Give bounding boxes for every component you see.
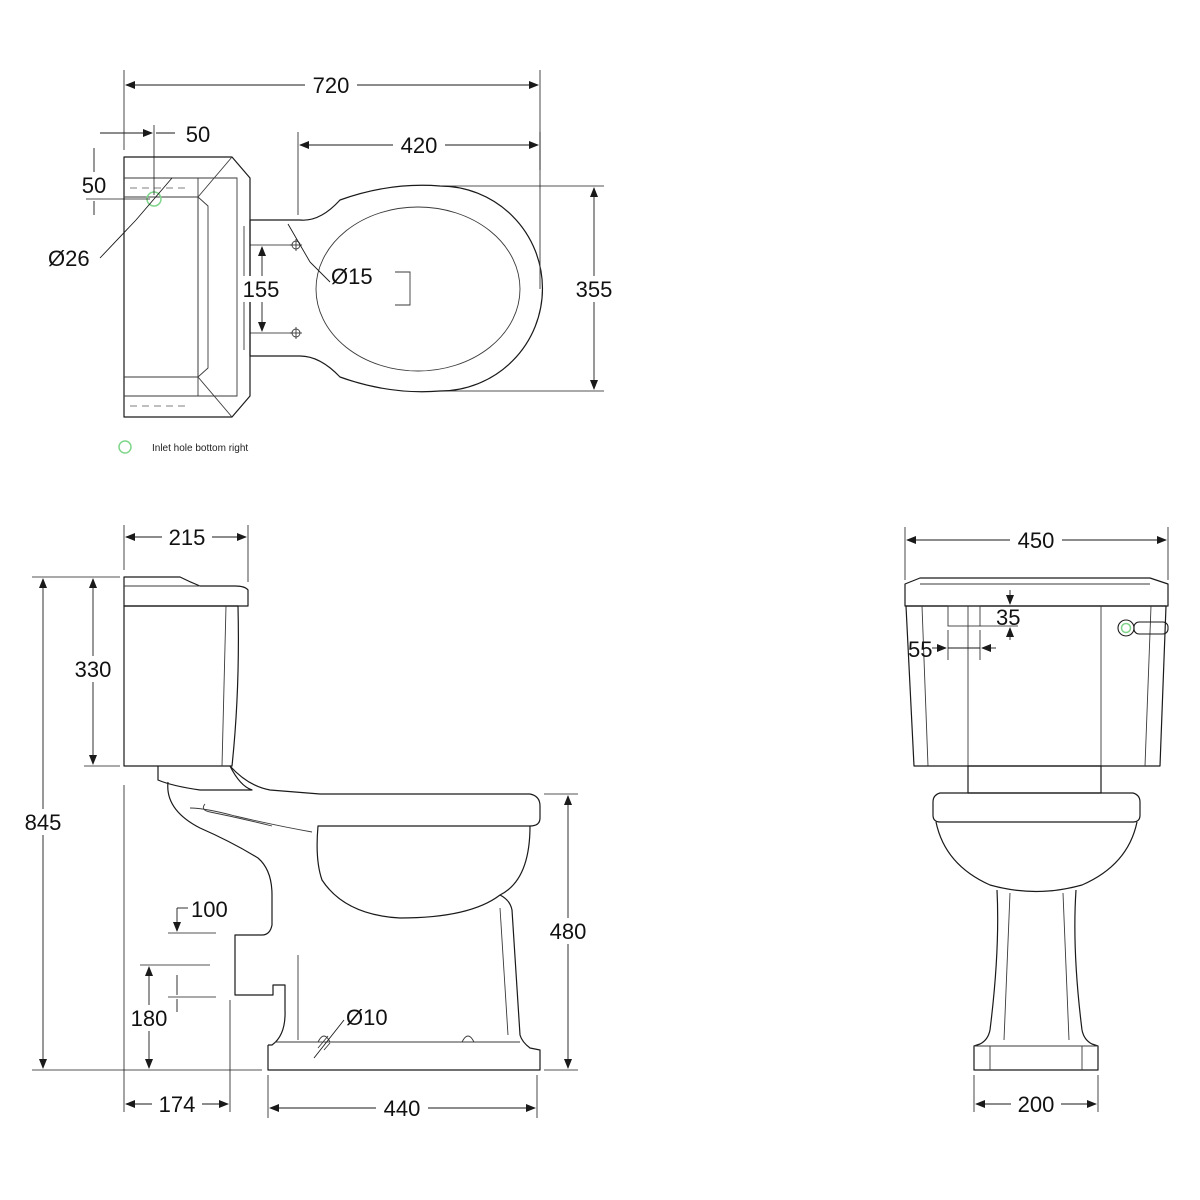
plan-cistern [123, 156, 251, 418]
dim-100-text: 100 [191, 897, 228, 922]
dim-35-text: 35 [996, 605, 1020, 630]
dim-inlet-dia-text: Ø26 [48, 246, 90, 271]
legend-marker [118, 440, 132, 454]
dim-side-fixing-dia-text: Ø10 [346, 1005, 388, 1030]
dim-180-text: 180 [131, 1006, 168, 1031]
dim-720-text: 720 [313, 73, 350, 98]
plan-view: 720 420 50 50 Ø26 [48, 70, 620, 454]
dim-inlet-y: 50 [78, 148, 150, 215]
dim-420: 420 [297, 132, 541, 215]
dim-inlet-x-text: 50 [186, 122, 210, 147]
dim-480-text: 480 [550, 919, 587, 944]
side-pan [157, 765, 541, 1071]
dim-35: 35 [980, 590, 1020, 640]
dim-420-text: 420 [401, 133, 438, 158]
front-view: 450 35 55 200 [904, 527, 1169, 1117]
dim-330-text: 330 [75, 657, 112, 682]
dim-155: 155 [240, 244, 292, 334]
dim-355: 355 [440, 185, 620, 392]
dim-inlet-dia: Ø26 [48, 177, 173, 271]
plan-fixing-holes [290, 239, 302, 339]
dim-55: 55 [908, 630, 996, 662]
legend: Inlet hole bottom right [118, 440, 248, 454]
dim-215-text: 215 [169, 525, 206, 550]
dim-100: 100 [168, 897, 228, 1012]
dim-fixing-dia-text: Ø15 [331, 264, 373, 289]
plan-bowl [243, 184, 544, 393]
dim-440-text: 440 [384, 1096, 421, 1121]
dim-330: 330 [68, 576, 120, 767]
dim-355-text: 355 [576, 277, 613, 302]
legend-text: Inlet hole bottom right [152, 443, 248, 454]
dim-55-text: 55 [908, 637, 932, 662]
dim-200-text: 200 [1018, 1092, 1055, 1117]
dim-480: 480 [543, 793, 593, 1071]
dim-fixing-dia: Ø15 [287, 223, 373, 289]
front-cistern [904, 577, 1169, 767]
dim-180: 180 [126, 964, 210, 1069]
dim-845-text: 845 [25, 810, 62, 835]
dim-215: 215 [123, 524, 249, 582]
dim-200: 200 [973, 1075, 1099, 1117]
side-view: 215 330 845 100 [18, 524, 593, 1121]
dim-450: 450 [904, 527, 1169, 580]
dim-inlet-x: 50 [100, 122, 210, 195]
dim-845: 845 [18, 576, 262, 1071]
front-pan [932, 765, 1141, 1071]
dim-side-fixing-dia: Ø10 [313, 1005, 388, 1059]
dim-450-text: 450 [1018, 528, 1055, 553]
dim-440: 440 [267, 1075, 538, 1121]
dim-174-text: 174 [159, 1092, 196, 1117]
dim-174: 174 [123, 785, 231, 1117]
side-cistern [123, 576, 249, 767]
dim-720: 720 [123, 70, 541, 189]
dim-155-text: 155 [243, 277, 280, 302]
lever-handle-icon [1117, 619, 1169, 637]
dim-inlet-y-text: 50 [82, 173, 106, 198]
